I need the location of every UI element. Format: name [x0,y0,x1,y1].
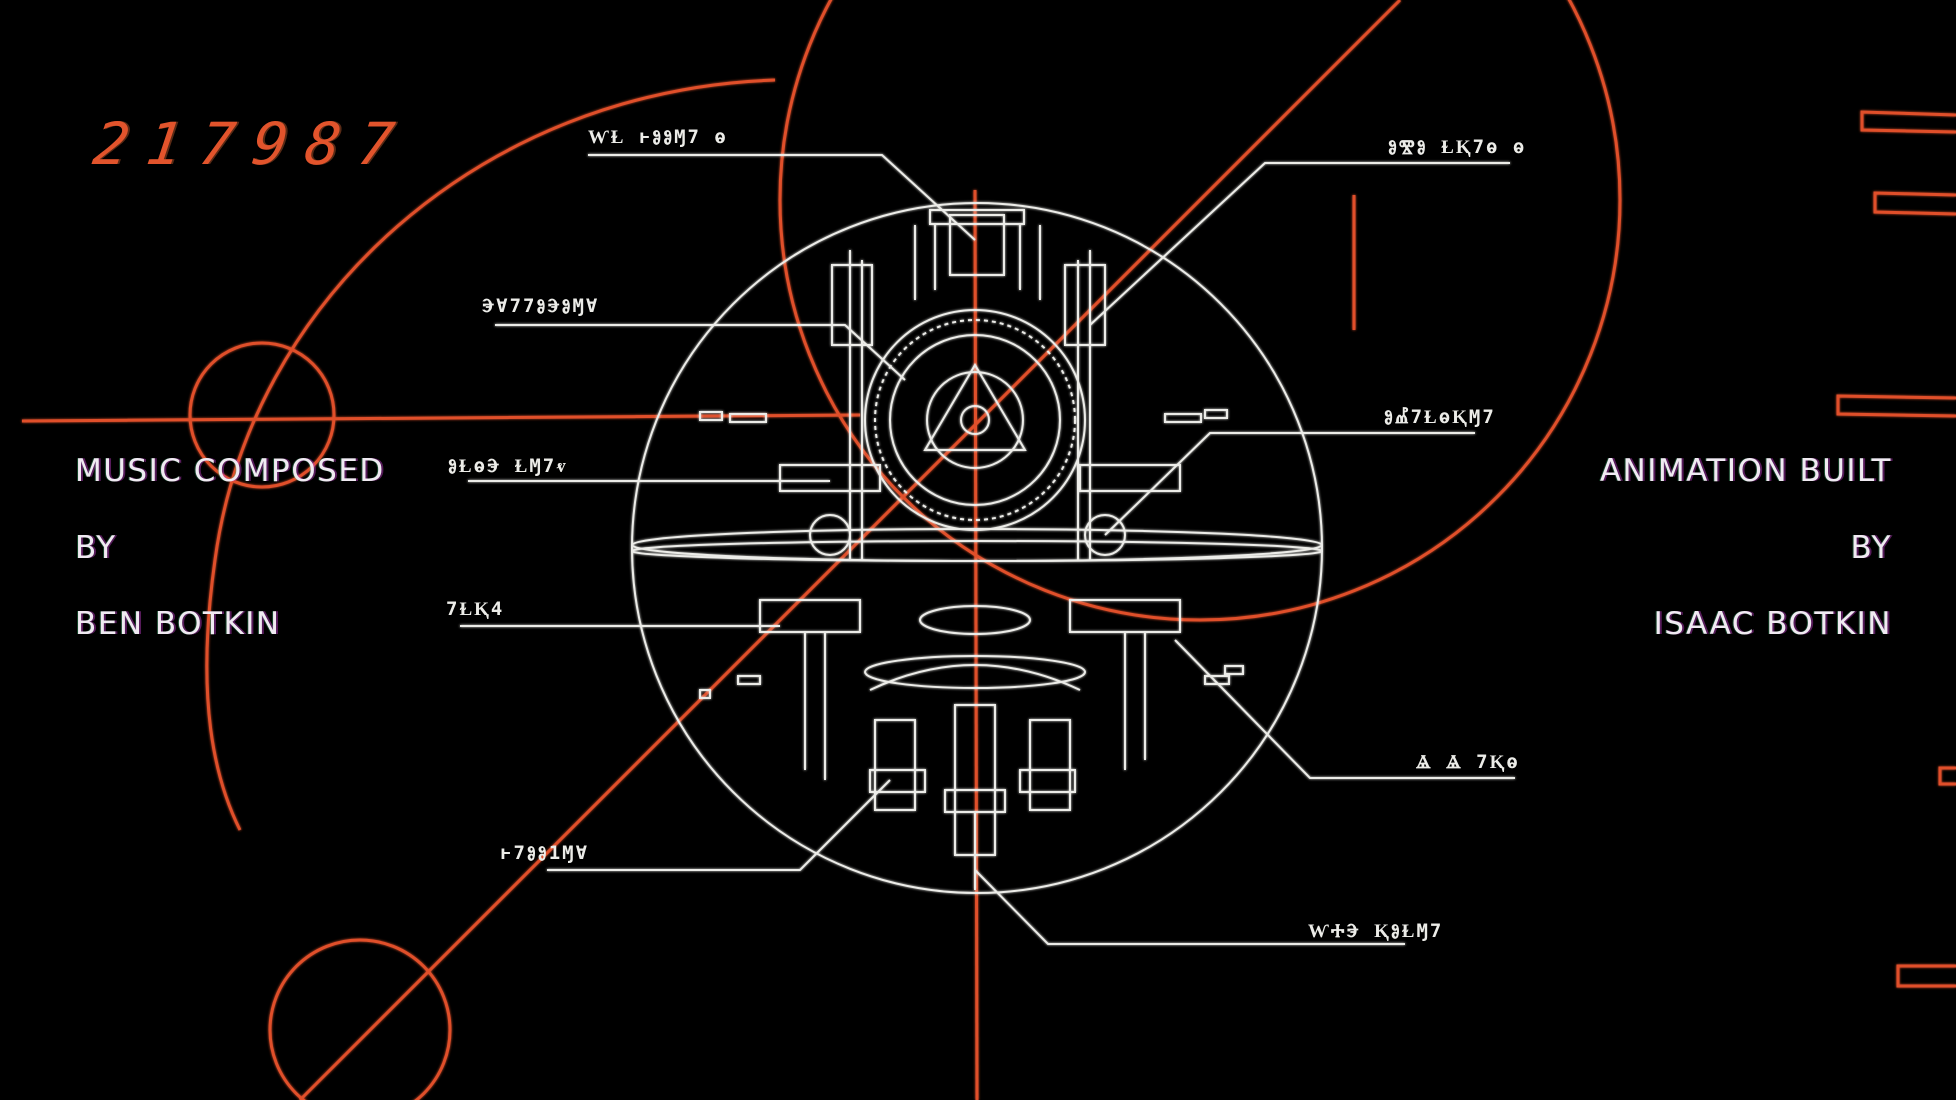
right-bracket-2 [1873,191,1956,216]
callout-label-7: Ⱑ Ⱑ 7Ⱪⱺ [1416,751,1520,773]
gear-inner [889,334,1061,506]
right-credit-line-1: ANIMATION BUILT [1599,453,1892,489]
callout-label-9: ⱲⰀⰅ ⱩⰑⱢⱮ7 [1308,920,1444,942]
left-node [809,514,851,556]
upper-right-ring [778,0,1622,622]
gear-triangle [923,363,1027,451]
left-credit-line-3: BEN BOTKIN [75,606,281,642]
left-credit-line-2: BY [75,530,117,566]
lower-disc [919,605,1031,635]
left-large-arc [205,78,776,831]
callout-label-6: 7ⱢⱩ4 [446,598,505,620]
right-side-block [1079,464,1181,492]
gear-outer [864,309,1086,531]
right-bracket-4 [1938,766,1956,786]
top-column-cap [929,209,1025,225]
right-bracket-5 [1896,964,1956,988]
left-credit-line-1: MUSIC COMPOSED [75,453,385,489]
leader-1 [588,154,976,241]
right-bracket-3 [1836,394,1956,418]
leader-9 [974,869,1405,945]
vertical-axis-line [973,189,979,1100]
lower-left-block [759,599,861,633]
callout-label-2: ⰑⰊⰑ ⱢⱩ7ⱺ ⱺ [1388,136,1527,158]
leader-3 [495,324,906,381]
leader-2 [1089,162,1510,326]
callout-label-8: ⱶ7ⰑⰑ1ⱮⱯ [500,842,590,864]
gear-hub [926,371,1024,469]
wireframe-layer [460,154,1515,945]
right-bracket-1 [1860,110,1956,134]
callout-label-3: ⰅⱯ77ⰑⰅⰑⱮⱯ [482,295,600,317]
bottom-left-ring [268,938,452,1100]
top-column [949,214,1005,276]
left-column-upper [831,264,873,346]
equator-ring-inner [631,540,1323,562]
right-credit-line-3: ISAAC BOTKIN [1653,606,1892,642]
gear-core [960,405,990,435]
counter-readout: 217987 [89,110,417,178]
left-small-ring [188,341,336,489]
leader-7 [1174,639,1515,779]
callout-label-5: ⰑⱢⱺⰅ ⱢⱮ7ⱴ [448,455,568,477]
left-side-block [779,464,881,492]
callout-label-1: ⱲⱢ ⱶⰑⰑⱮ7 ⱺ [588,126,728,148]
horizontal-axis-line [21,413,861,423]
gear-teeth [874,319,1076,521]
lower-arch [869,664,1081,691]
leader-4 [1104,432,1475,536]
callout-label-4: ⰑⰌ7ⱢⱺⱩⱮ7 [1384,406,1496,428]
sphere-outline [631,202,1323,894]
right-credit-line-2: BY [1850,530,1892,566]
right-node [1084,514,1126,556]
right-column-upper [1064,264,1106,346]
leader-8 [547,779,891,871]
lower-disc-2 [864,655,1086,689]
